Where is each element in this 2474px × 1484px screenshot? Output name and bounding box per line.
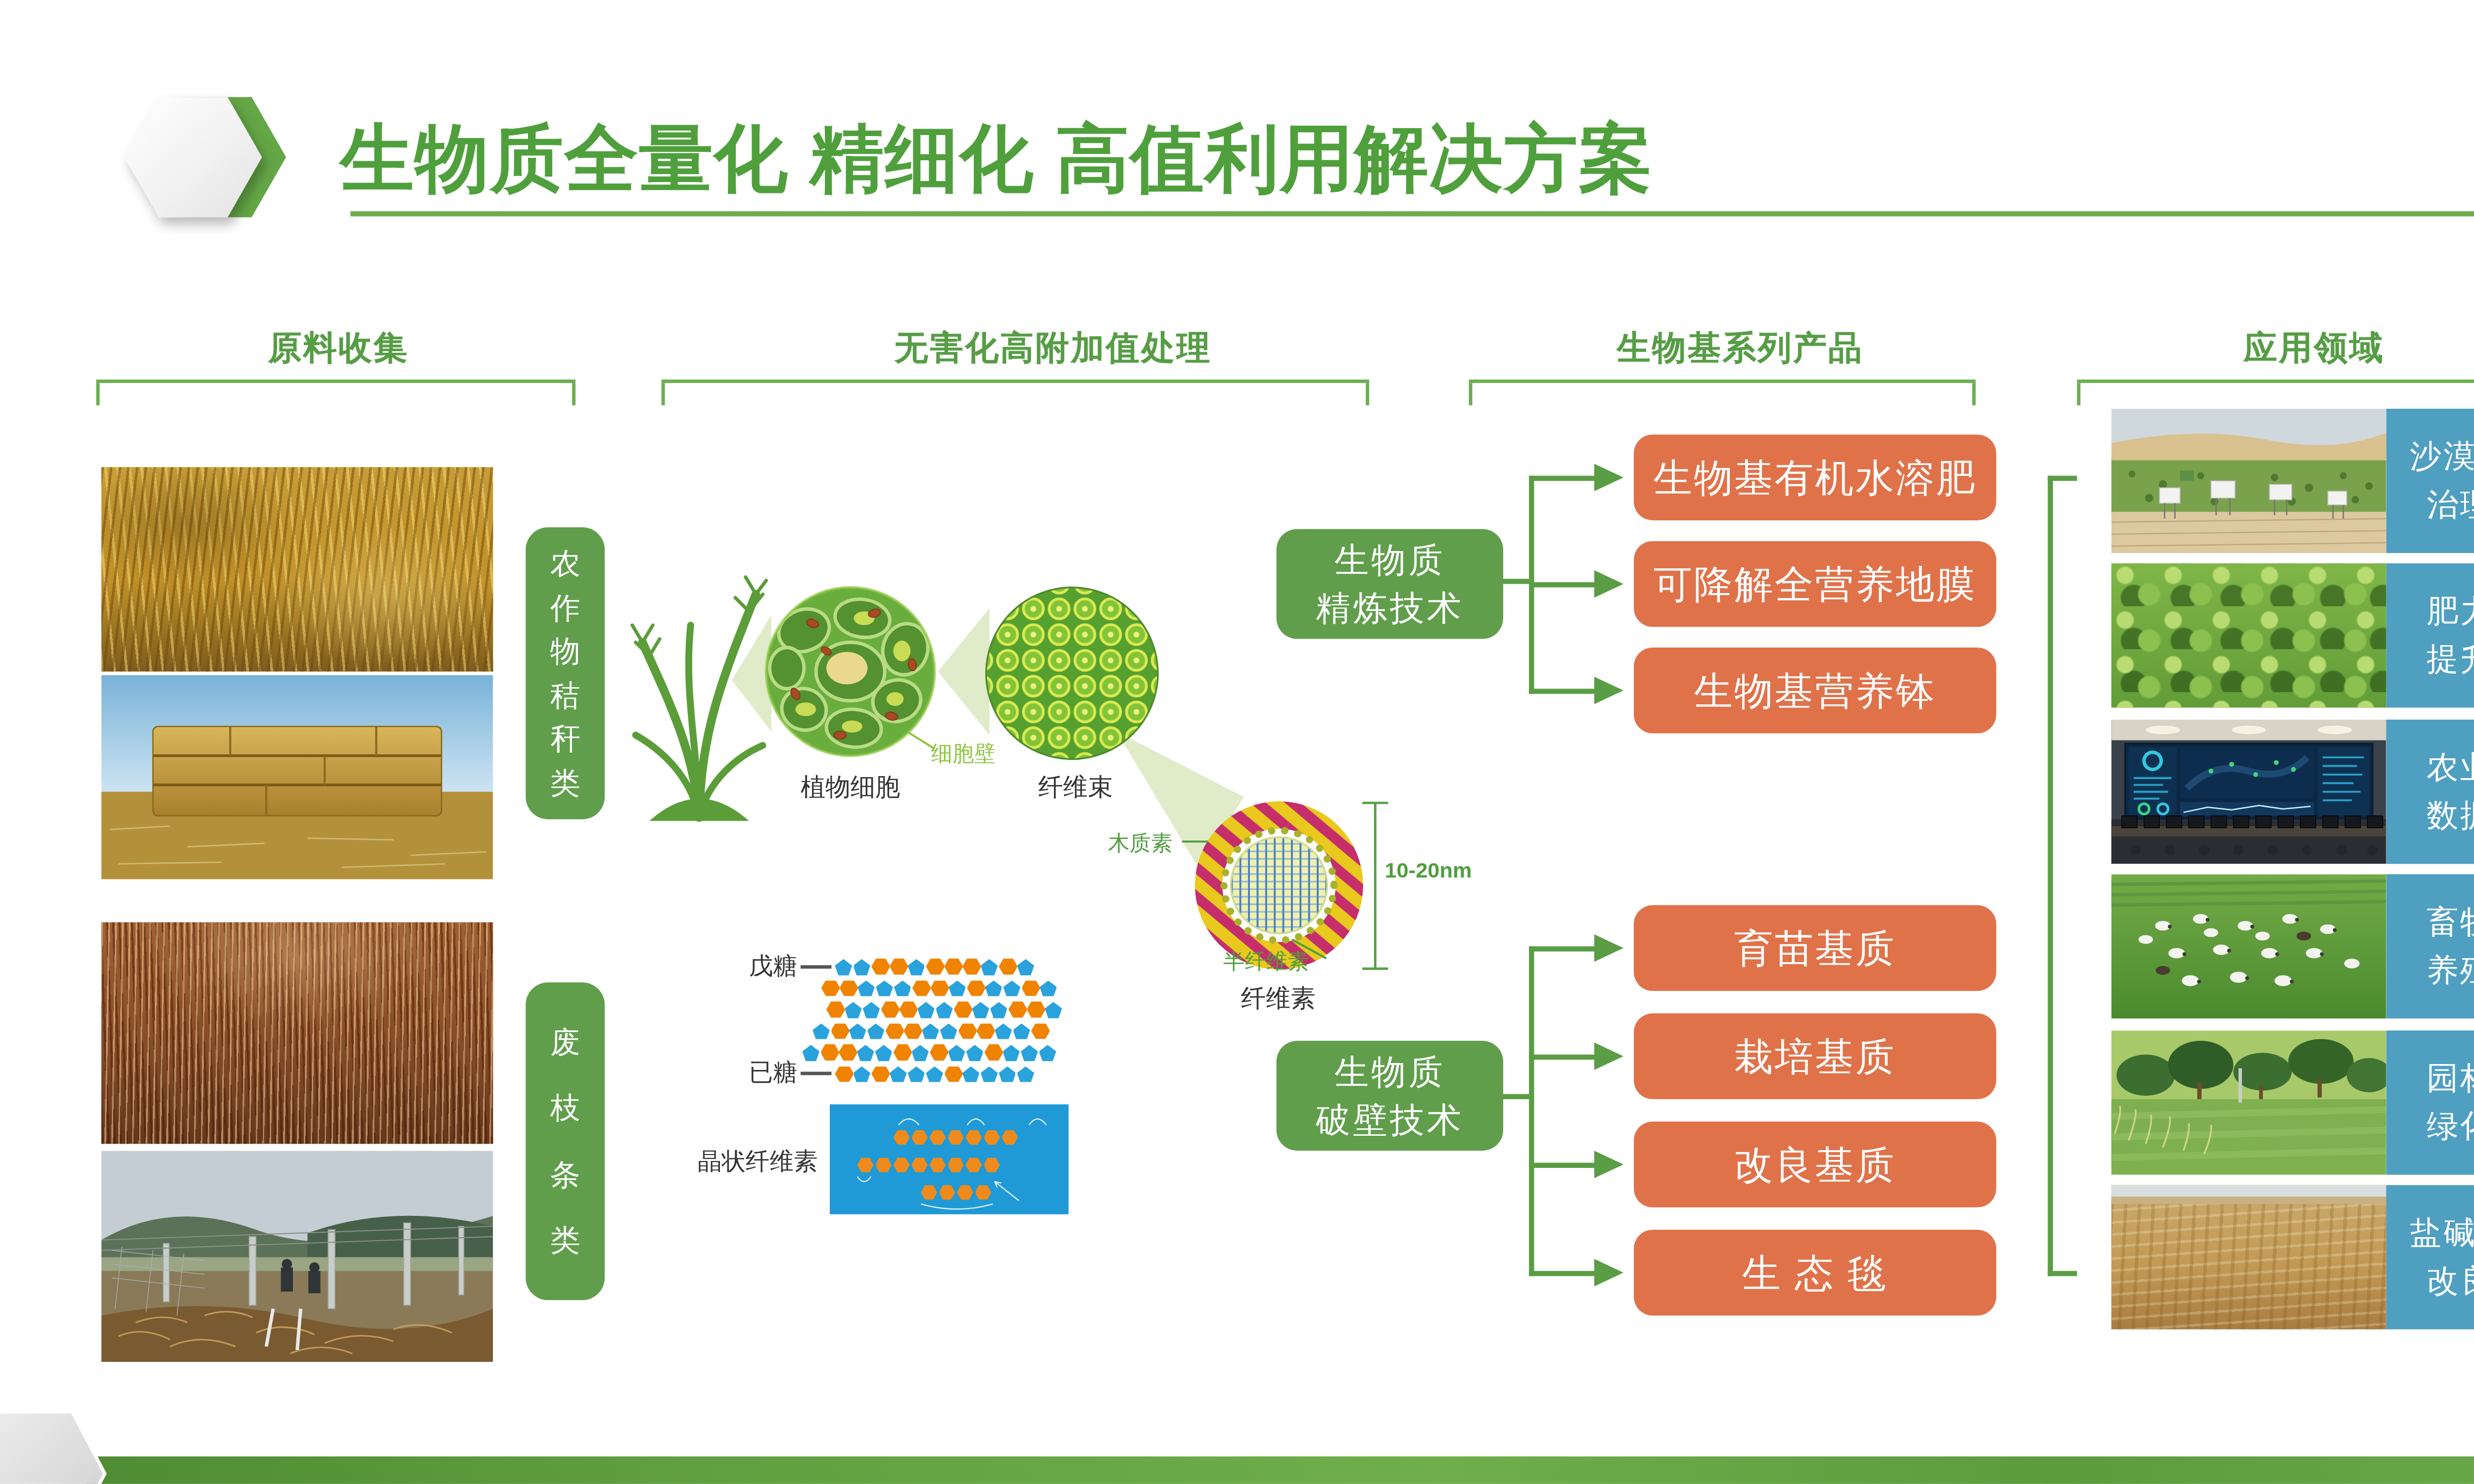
pentose-unit [981, 1067, 998, 1083]
glucose-unit [911, 1130, 928, 1145]
app-label-fertility: 肥力 提升 [2386, 563, 2474, 708]
product-improvement-substrate: 改良基质 [1634, 1121, 1997, 1207]
connector [1529, 945, 1594, 950]
hexose-unit [820, 1044, 839, 1061]
pentose-unit [1013, 1023, 1030, 1040]
arrow-icon [1594, 677, 1623, 704]
glucose-unit [893, 1130, 909, 1145]
hexose-unit [1031, 1023, 1050, 1039]
glucose-unit [929, 1130, 946, 1145]
glucose-unit [911, 1158, 928, 1172]
bottom-bar [86, 1456, 2474, 1484]
hexose-unit [930, 1044, 949, 1061]
glucose-unit [975, 1185, 991, 1200]
hexose-unit [899, 1001, 918, 1018]
pentose-unit [853, 959, 870, 975]
pentose-unit [999, 1067, 1016, 1083]
pentose-unit [936, 1002, 953, 1019]
pentose-unit [876, 980, 893, 997]
pentose-unit [922, 1023, 939, 1040]
pentose-unit [966, 1045, 984, 1061]
connector [1529, 581, 1594, 586]
connector [1529, 475, 1594, 480]
glucose-unit [984, 1130, 1000, 1145]
pentose-unit [940, 1023, 957, 1040]
hexose-unit [976, 1023, 995, 1039]
hexose-unit [944, 958, 963, 974]
pentose-unit [962, 1067, 980, 1083]
hexose-unit [885, 1023, 904, 1039]
arrow-icon [1594, 570, 1623, 598]
pentose-unit [911, 1045, 929, 1061]
arrow-icon [1594, 1259, 1623, 1287]
hexose-unit [835, 1066, 854, 1082]
pentose-unit [875, 1045, 893, 1061]
connector [1529, 945, 1534, 1275]
hexose-unit [967, 980, 986, 996]
arrow-icon [1594, 1151, 1623, 1178]
app-label-livestock: 畜牧 养殖 [2386, 874, 2474, 1019]
app-label-line: 盐碱地 [2410, 1209, 2474, 1257]
hexose-unit [893, 1044, 912, 1061]
hexose-unit [881, 1001, 900, 1018]
hexose-unit [890, 958, 908, 974]
pentose-unit [972, 1002, 989, 1019]
glucose-unit [893, 1158, 909, 1172]
glucose-unit [948, 1158, 964, 1172]
pentose-unit [917, 1002, 935, 1019]
app-label-line: 治理 [2426, 481, 2474, 528]
connector [1529, 1054, 1594, 1059]
connector [1503, 579, 1529, 584]
glucose-unit [939, 1185, 955, 1200]
product-degradable-mulch-film: 可降解全营养地膜 [1634, 541, 1997, 627]
pentose-unit [853, 1067, 870, 1083]
connector [1529, 1270, 1594, 1275]
glucose-unit [948, 1130, 964, 1145]
pentose-unit [908, 1067, 925, 1083]
app-label-line: 改良 [2426, 1257, 2474, 1305]
pentose-unit [802, 1045, 819, 1061]
glucose-unit [957, 1185, 973, 1200]
app-label-line: 农业 [2426, 744, 2474, 791]
corner-hexagon-left [0, 1405, 113, 1484]
hexose-unit [826, 1001, 845, 1018]
product-seedling-substrate: 育苗基质 [1634, 905, 1997, 991]
breaking-tech-line1: 生物质 [1334, 1047, 1445, 1096]
pentose-unit [1002, 1045, 1020, 1061]
hexose-unit [821, 980, 840, 996]
pentose-unit [1040, 980, 1057, 997]
hexose-unit [912, 980, 931, 996]
pentose-unit [1045, 1002, 1062, 1019]
hexose-unit [1021, 980, 1040, 996]
connector [1503, 1093, 1529, 1098]
app-label-agriculture-data: 农业 数据 [2386, 720, 2474, 864]
pentose-unit [894, 980, 911, 997]
hexose-unit [926, 958, 945, 974]
photo-cabbage-field [2111, 563, 2386, 708]
hexose-unit [930, 980, 949, 996]
pentose-unit [908, 959, 925, 975]
glucose-unit [929, 1158, 946, 1172]
hexose-unit [839, 980, 858, 996]
hexose-unit [1008, 1001, 1027, 1018]
pentose-unit [857, 1045, 874, 1061]
glucose-unit [965, 1158, 982, 1172]
connector [2048, 475, 2077, 480]
pentose-unit [948, 1045, 965, 1061]
product-bio-nutrient-pot: 生物基营养钵 [1634, 648, 1997, 734]
glucose-unit [875, 1158, 892, 1172]
glucose-unit [1001, 1130, 1018, 1145]
glucose-unit [921, 1185, 937, 1200]
pentose-unit [1003, 980, 1021, 997]
app-label-line: 绿化 [2426, 1103, 2474, 1150]
app-label-line: 数据 [2426, 792, 2474, 839]
pentose-unit [949, 980, 966, 997]
product-ecological-blanket: 生 态 毯 [1634, 1230, 1997, 1316]
connector [2048, 1270, 2077, 1275]
pentose-unit [845, 1002, 862, 1019]
hexose-unit [839, 1044, 857, 1061]
pentose-unit [849, 1023, 866, 1040]
app-label-saline-soil: 盐碱地 改良 [2386, 1185, 2474, 1330]
